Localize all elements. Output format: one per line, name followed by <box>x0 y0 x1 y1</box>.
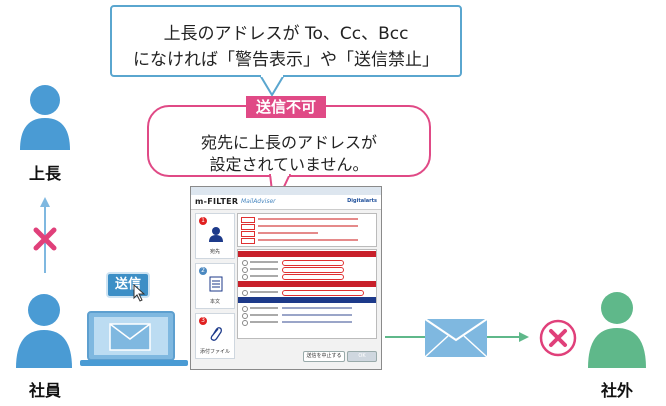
cancel-send-button[interactable]: 送信を中止する <box>303 351 345 362</box>
forbid-circle-x-icon <box>539 319 577 357</box>
warning-line <box>241 238 367 244</box>
recipient-row[interactable] <box>242 305 374 312</box>
side-button-attachment[interactable]: 3 添付ファイル <box>195 313 235 359</box>
step-number: 3 <box>199 317 207 325</box>
paperclip-icon <box>210 327 222 341</box>
side-button-label: 宛先 <box>209 249 220 255</box>
brand-logo: m-FILTER <box>195 197 239 206</box>
mail-adviser-window: m-FILTER MailAdviser Digitalarts 1 宛先 2 … <box>190 186 382 370</box>
warning-line <box>241 217 367 223</box>
check-sidebar: 1 宛先 2 本文 3 添付ファイル <box>195 213 235 367</box>
top-callout: 上長のアドレスが To、Cc、Bcc になければ「警告表示」や「送信禁止」 <box>110 5 462 77</box>
envelope-icon <box>424 318 488 358</box>
recipient-row[interactable] <box>242 289 374 296</box>
side-button-label: 本文 <box>209 299 220 305</box>
ok-button[interactable]: OK <box>347 351 377 362</box>
forbid-x-icon <box>33 227 57 251</box>
top-callout-line2: になければ「警告表示」や「送信禁止」 <box>133 50 439 70</box>
block-callout-line2: 設定されていません。 <box>209 155 369 174</box>
boss-person-icon <box>20 85 70 150</box>
step-number: 2 <box>199 267 207 275</box>
top-callout-tail <box>258 75 286 97</box>
cursor-icon <box>133 284 146 302</box>
recipient-row[interactable] <box>242 273 374 280</box>
side-button-label: 添付ファイル <box>199 349 230 355</box>
product-name: MailAdviser <box>241 198 276 205</box>
window-brand-bar: m-FILTER MailAdviser Digitalarts <box>191 195 381 210</box>
top-callout-line1: 上長のアドレスが To、Cc、Bcc <box>163 24 409 44</box>
recipient-row[interactable] <box>242 259 374 266</box>
vendor-logo: Digitalarts <box>347 198 377 204</box>
employee-label: 社員 <box>28 381 61 400</box>
warning-line <box>241 231 367 237</box>
domain-header <box>238 251 376 257</box>
block-callout-line1: 宛先に上長のアドレスが <box>200 133 377 152</box>
warning-list <box>237 213 377 247</box>
recipient-row[interactable] <box>242 266 374 273</box>
laptop-icon <box>80 311 188 366</box>
window-titlebar <box>191 187 381 195</box>
external-person-icon <box>588 292 646 368</box>
boss-label: 上長 <box>28 164 61 183</box>
recipient-row[interactable] <box>242 312 374 319</box>
recipient-list <box>237 249 377 339</box>
document-icon <box>209 276 223 292</box>
external-label: 社外 <box>600 381 633 400</box>
send-blocked-badge: 送信不可 <box>246 96 326 118</box>
step-number: 1 <box>199 217 207 225</box>
employee-person-icon <box>16 294 72 368</box>
side-button-recipients[interactable]: 1 宛先 <box>195 213 235 259</box>
side-button-body[interactable]: 2 本文 <box>195 263 235 309</box>
domain-header <box>238 281 376 287</box>
person-icon <box>209 227 223 242</box>
domain-header <box>238 297 376 303</box>
warning-line <box>241 224 367 230</box>
recipient-row[interactable] <box>242 319 374 326</box>
